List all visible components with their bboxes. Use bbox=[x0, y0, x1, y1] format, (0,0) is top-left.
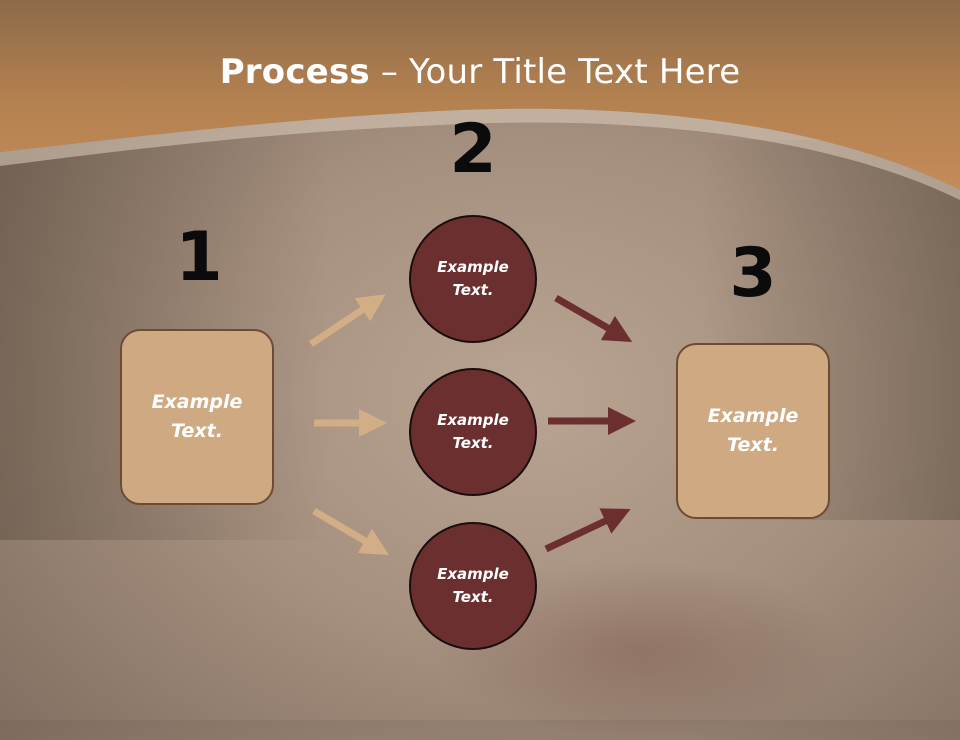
step-number-3: 3 bbox=[729, 234, 777, 313]
step-2-circle-bottom: Example Text. bbox=[409, 522, 537, 650]
circle-middle-text: Example Text. bbox=[437, 411, 509, 452]
arrow-top-to-3 bbox=[554, 294, 633, 343]
arrow-bottom-to-3 bbox=[544, 508, 631, 553]
step-2-circle-top: Example Text. bbox=[409, 215, 537, 343]
circle-top-text: Example Text. bbox=[437, 258, 509, 299]
arrow-1-to-top bbox=[309, 294, 386, 347]
header-banner bbox=[0, 0, 960, 200]
step-3-box: Example Text. bbox=[676, 343, 830, 519]
step-2-circle-middle: Example Text. bbox=[409, 368, 537, 496]
title-rest: – Your Title Text Here bbox=[369, 52, 741, 92]
step-3-text: Example Text. bbox=[707, 405, 799, 456]
process-arrows bbox=[309, 294, 636, 556]
step-number-2: 2 bbox=[449, 110, 497, 189]
arrow-1-to-bottom bbox=[312, 507, 390, 556]
circle-bottom-text: Example Text. bbox=[437, 565, 509, 606]
page-title: Process – Your Title Text Here bbox=[0, 52, 960, 92]
step-1-text: Example Text. bbox=[151, 391, 243, 442]
step-1-box: Example Text. bbox=[120, 329, 274, 505]
step-number-1: 1 bbox=[175, 218, 223, 297]
title-bold: Process bbox=[219, 52, 370, 92]
